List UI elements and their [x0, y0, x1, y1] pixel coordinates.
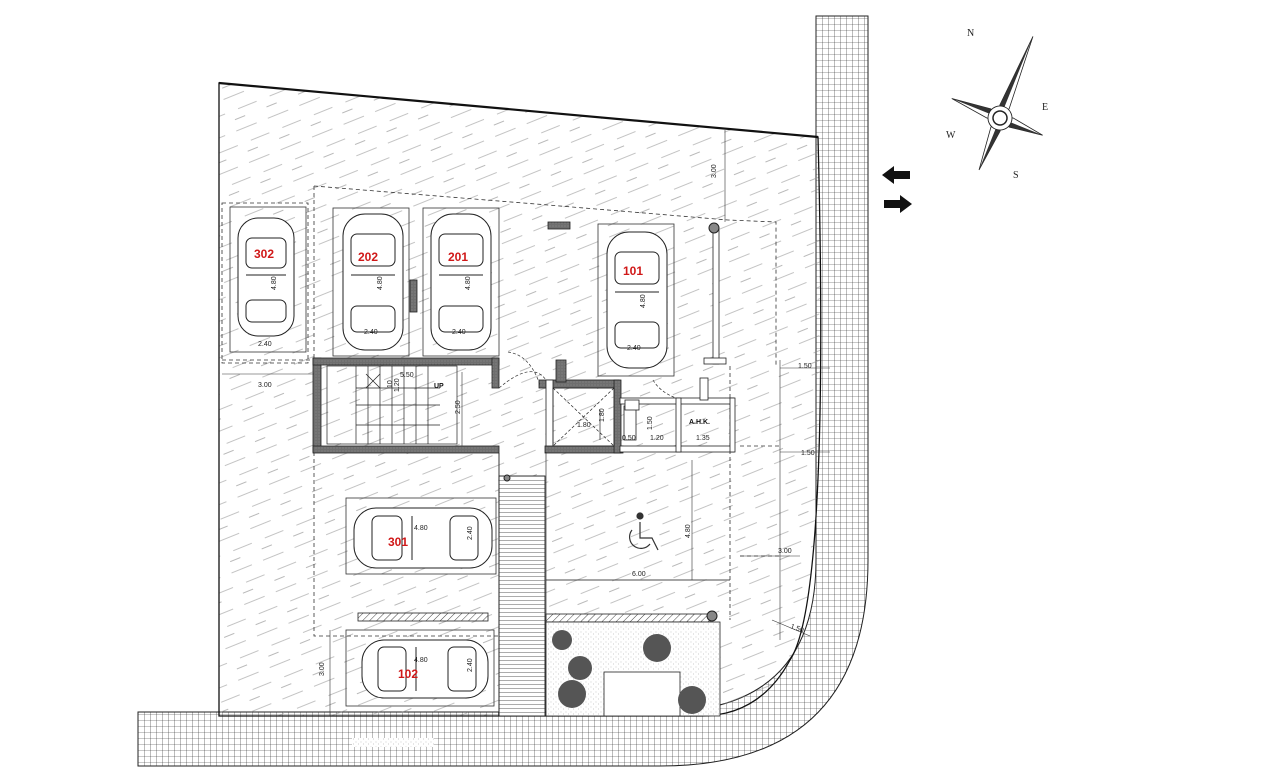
dim-room-120: 1.20 — [650, 435, 664, 442]
dimension-lines — [222, 130, 830, 716]
core-walls — [312, 221, 736, 623]
dim-stair-550: 5.50 — [400, 372, 414, 379]
arrow-left-icon — [882, 166, 910, 184]
dim-stair-120: 1.20 — [394, 378, 401, 392]
wheelchair-icon — [629, 512, 659, 551]
dim-wc-150: 1.50 — [647, 416, 654, 430]
dim-right-150-a: 1.50 — [798, 363, 812, 370]
dim-302-width: 2.40 — [258, 341, 272, 348]
parking-stalls — [221, 202, 675, 707]
dim-accessible-480: 4.80 — [685, 524, 692, 538]
slot-label-102: 102 — [398, 667, 418, 681]
room-ahk-label: A.H.K. — [689, 419, 710, 426]
dim-room-135: 1.35 — [696, 435, 710, 442]
car-301 — [353, 507, 493, 569]
dim-shaft-180-h: 1.80 — [577, 422, 591, 429]
compass-east: E — [1042, 102, 1048, 113]
slot-label-301: 301 — [388, 535, 408, 549]
dim-right-300: 3.00 — [778, 548, 792, 555]
stair-up-label: UP — [434, 383, 444, 390]
slot-label-202: 202 — [358, 250, 378, 264]
compass-north: N — [967, 28, 974, 39]
car-302 — [237, 217, 295, 337]
car-202 — [342, 213, 404, 351]
bottom-strip — [352, 738, 434, 747]
dim-301-width: 2.40 — [467, 526, 474, 540]
dim-stair-10: 10 — [387, 380, 394, 388]
dim-101-width: 2.40 — [627, 345, 641, 352]
dim-bottom-300: 3.00 — [319, 662, 326, 676]
dim-201-width: 2.40 — [452, 329, 466, 336]
staircase — [326, 365, 458, 445]
garden — [545, 621, 721, 717]
dim-301-length: 4.80 — [414, 525, 428, 532]
slot-label-201: 201 — [448, 250, 468, 264]
dim-left-aisle: 3.00 — [258, 382, 272, 389]
slot-label-101: 101 — [623, 264, 643, 278]
dim-lobby-250: 2.50 — [455, 400, 462, 414]
dim-room-050: 0.50 — [622, 435, 636, 442]
car-101 — [606, 231, 668, 369]
arrow-right-icon — [884, 195, 912, 213]
door-swings — [498, 351, 677, 399]
dim-101-length: 4.80 — [640, 294, 647, 308]
car-102 — [361, 639, 489, 699]
compass-west: W — [946, 130, 956, 141]
dim-102-width: 2.40 — [467, 658, 474, 672]
slot-label-302: 302 — [254, 247, 274, 261]
dim-accessible-600: 6.00 — [632, 571, 646, 578]
dim-102-length: 4.80 — [414, 657, 428, 664]
dim-shaft-180-v: 1.80 — [599, 408, 606, 422]
sidewalk — [137, 15, 869, 767]
dim-202-length: 4.80 — [377, 276, 384, 290]
dim-right-150-b: 1.50 — [801, 450, 815, 457]
compass-south: S — [1013, 170, 1019, 181]
dim-302-length: 4.80 — [271, 276, 278, 290]
dim-setback-top: 3.00 — [711, 164, 718, 178]
compass-rose-icon — [951, 36, 1043, 171]
elevator-shaft — [552, 387, 615, 447]
dim-202-width: 2.40 — [364, 329, 378, 336]
shrub-icon — [552, 630, 706, 714]
car-201 — [430, 213, 492, 351]
dim-201-length: 4.80 — [465, 276, 472, 290]
dim-right-150-c: 1.50 — [789, 623, 804, 634]
ramp — [498, 453, 546, 717]
